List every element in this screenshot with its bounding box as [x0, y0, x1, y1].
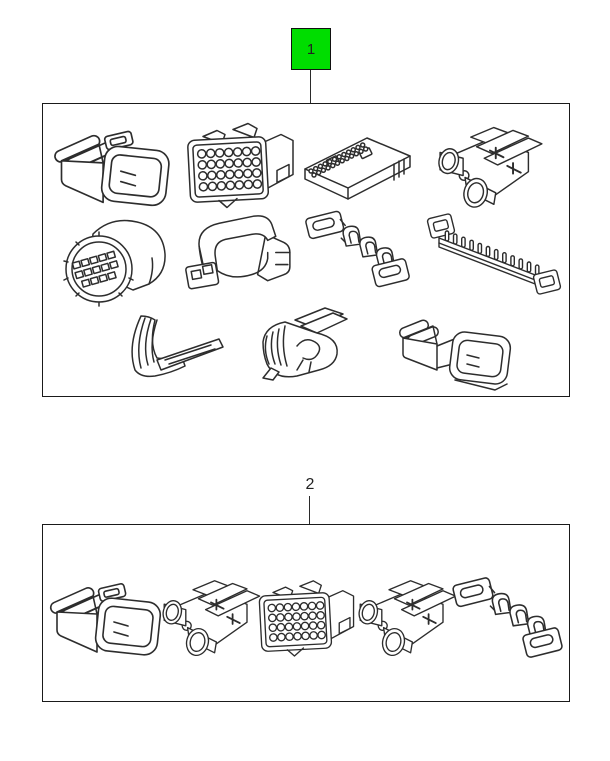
callout-1-label: 1 — [306, 40, 316, 58]
callout-2[interactable]: 2 — [299, 476, 321, 494]
terminal-lock-clip-drawing — [449, 573, 565, 661]
terminal-strip-drawing — [423, 208, 563, 298]
strain-relief-shell-drawing — [107, 308, 229, 393]
callout-2-label: 2 — [305, 476, 315, 493]
parts-group-1-box — [42, 103, 570, 397]
callout-1-leader-line — [310, 70, 311, 103]
connector-26way-header-drawing — [297, 122, 417, 212]
connector-3way-drawing — [51, 114, 176, 218]
connector-24way-block-drawing — [253, 571, 361, 665]
callout-1[interactable]: 1 — [291, 28, 331, 70]
connector-round-multipin-drawing — [53, 212, 178, 307]
terminal-lock-clip-drawing — [303, 206, 411, 291]
connector-2way-hooded-drawing — [179, 208, 305, 304]
connector-24way-block-drawing — [181, 111, 301, 219]
connector-3way-drawing — [47, 567, 167, 667]
callout-2-leader-line — [309, 496, 310, 524]
connector-twin-barrel-drawing — [429, 116, 551, 212]
connector-twin-barrel-drawing — [157, 569, 265, 661]
parts-group-2-box — [42, 524, 570, 702]
connector-twin-barrel-drawing — [353, 569, 461, 661]
wire-clamp-cover-drawing — [241, 302, 359, 394]
connector-2way-male-drawing — [391, 302, 521, 397]
